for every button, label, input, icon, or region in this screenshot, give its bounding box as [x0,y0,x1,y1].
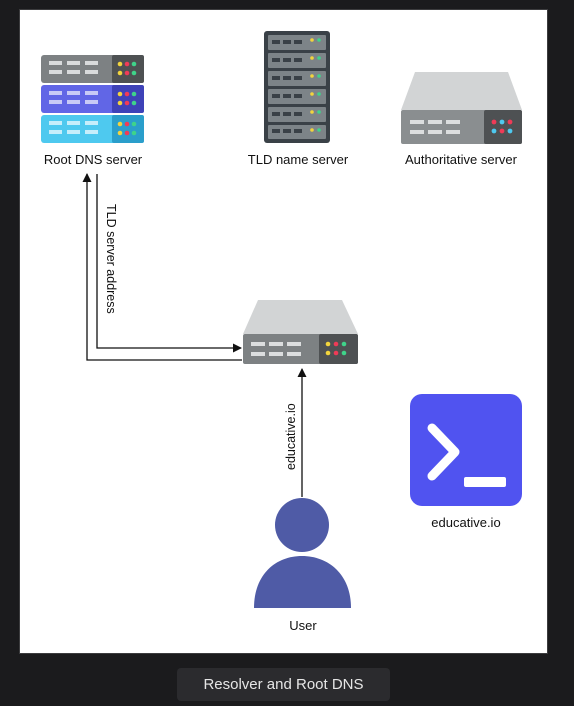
user-label: User [289,618,317,633]
edge-label-tld-server-address: TLD server address [104,204,118,314]
terminal-icon [410,394,522,506]
brand-label: educative.io [431,515,501,530]
root-dns-server-icon [41,55,144,143]
edge-root-to-resolver [96,174,242,353]
tld-name-server-label: TLD name server [247,152,349,167]
root-dns-server-label: Root DNS server [43,152,143,167]
resolver-server-icon [243,300,358,364]
user-icon [254,498,351,608]
authoritative-server-label: Authoritative server [405,152,517,167]
edge-label-query: educative.io [284,403,298,470]
authoritative-server-icon [401,72,522,144]
figure-caption: Resolver and Root DNS [177,668,390,701]
tld-name-server-icon [264,31,330,143]
edge-resolver-to-root [82,173,242,361]
